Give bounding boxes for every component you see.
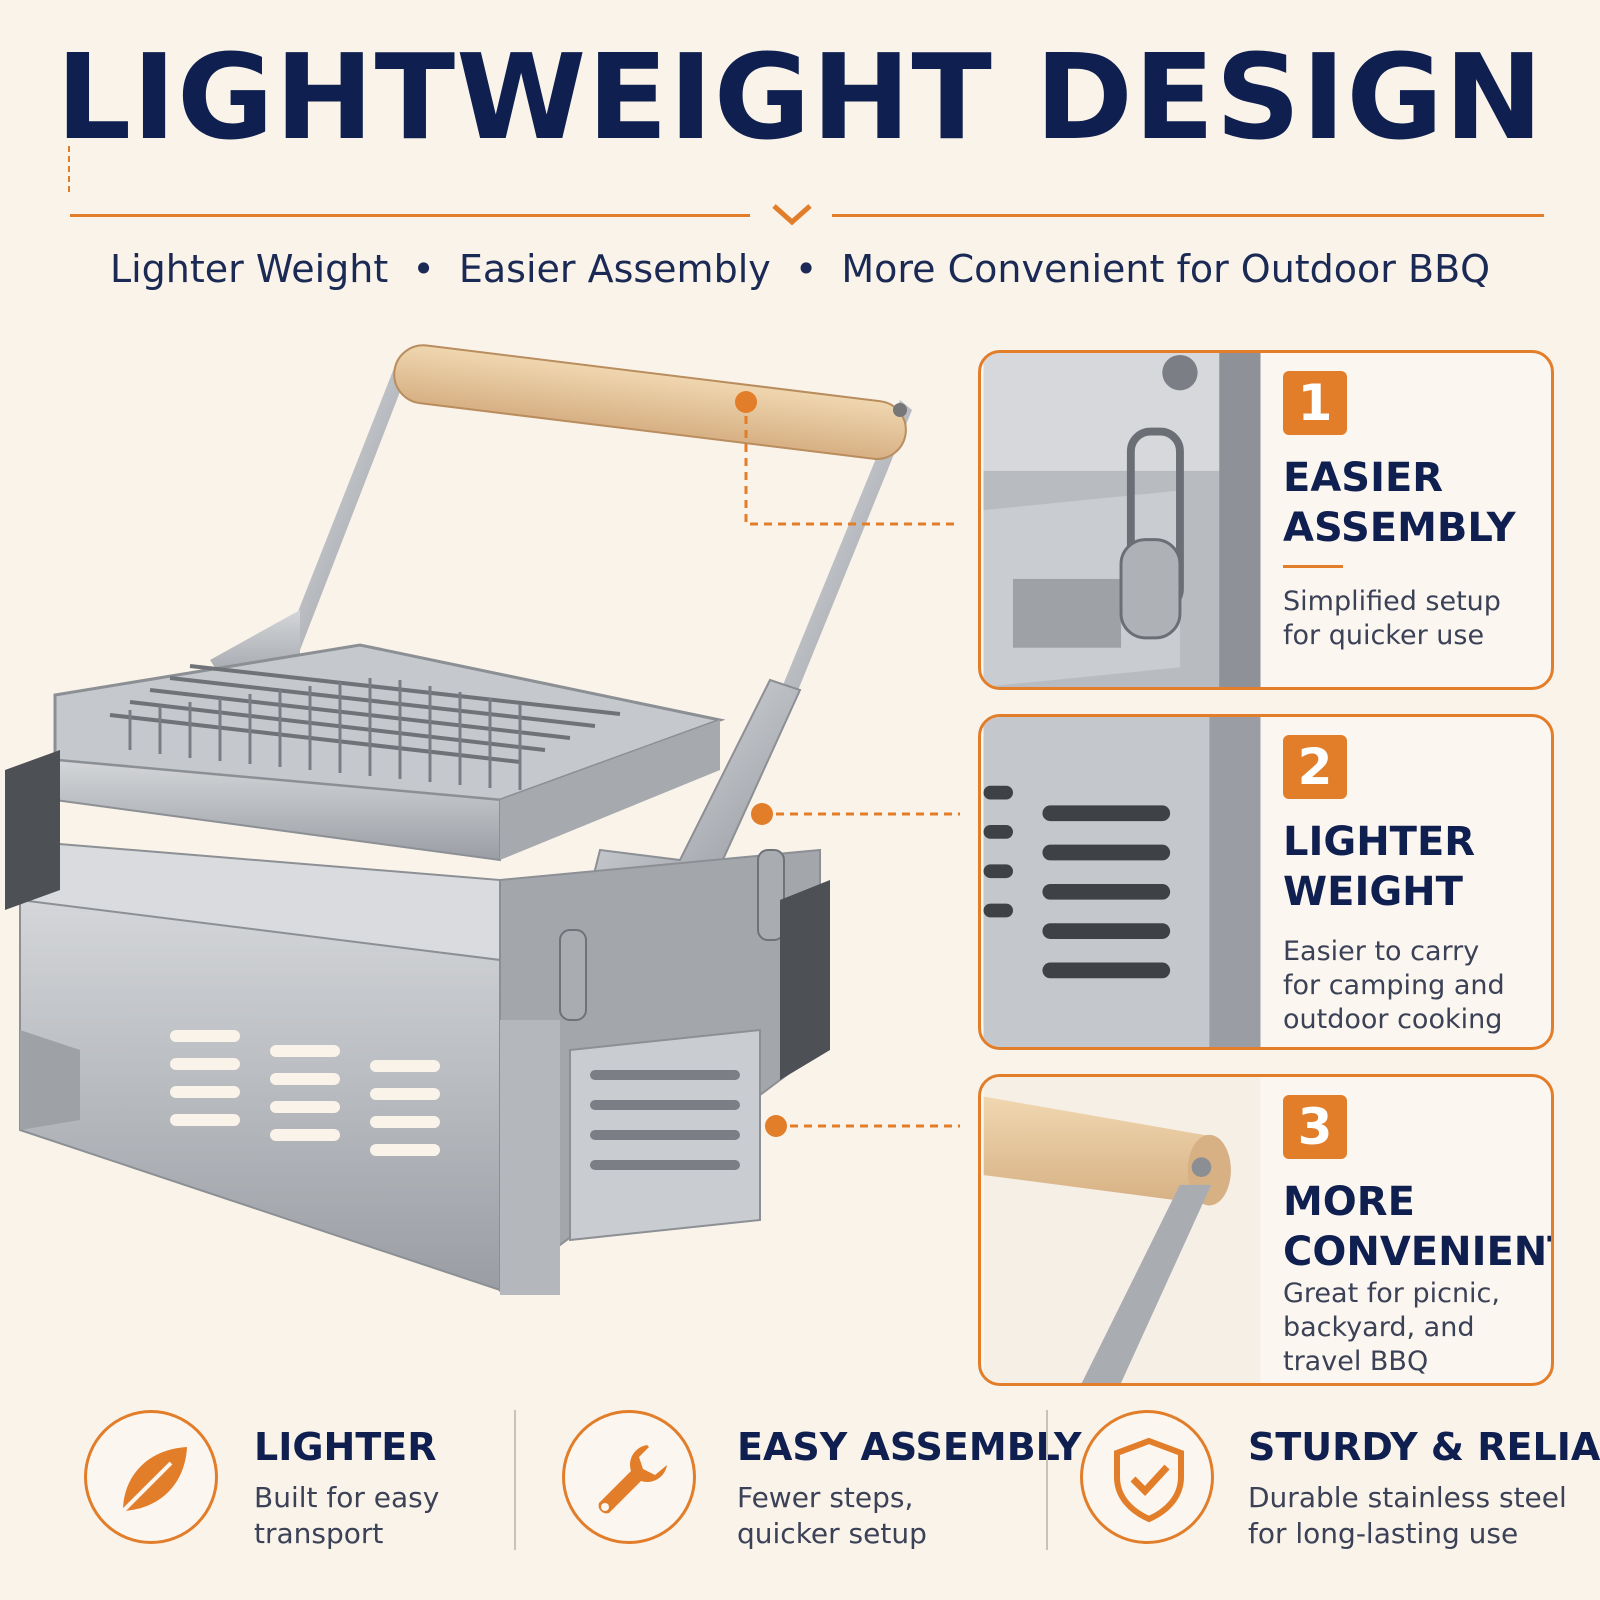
handle-closeup-image	[983, 1077, 1261, 1383]
decorative-dash	[68, 146, 72, 192]
feature-easy-assembly: EASY ASSEMBLY Fewer steps, quicker setup	[562, 1410, 1081, 1570]
card-title-line: EASIER	[1283, 455, 1444, 501]
feature-description: Built for easy transport	[254, 1480, 574, 1552]
tagline: Lighter Weight • Easier Assembly • More …	[0, 250, 1600, 288]
card-title-line: WEIGHT	[1283, 869, 1463, 915]
card-number-badge: 2	[1283, 735, 1347, 799]
wrench-icon	[598, 1445, 667, 1514]
chevron-down-icon	[772, 204, 812, 226]
feature-icon-circle	[562, 1410, 696, 1544]
feature-description: Durable stainless steel for long-lasting…	[1248, 1480, 1568, 1552]
card-desc-line: Easier to carry	[1283, 936, 1480, 967]
feature-icon-circle	[1080, 1410, 1214, 1544]
card-description: Great for picnic, backyard, and travel B…	[1283, 1277, 1543, 1379]
shield-check-icon	[1114, 1437, 1184, 1523]
card-desc-line: Simplified setup	[1283, 586, 1501, 617]
latch-closeup-image	[983, 353, 1261, 687]
card-desc-line: travel BBQ	[1283, 1346, 1429, 1377]
feature-card-assembly: 1 EASIER ASSEMBLY Simplified setup for q…	[978, 350, 1554, 690]
grill-product-image	[5, 344, 960, 1295]
card-number-badge: 1	[1283, 371, 1347, 435]
divider-right	[832, 214, 1544, 217]
bullet-separator: •	[412, 247, 435, 291]
card-title-line: LIGHTER	[1283, 819, 1476, 865]
feature-icon-circle	[84, 1410, 218, 1544]
tagline-item-weight: Lighter Weight	[109, 247, 389, 291]
feature-lighter: LIGHTER Built for easy transport	[84, 1410, 504, 1570]
feature-card-convenient: 3 MORE CONVENIENT Great for picnic, back…	[978, 1074, 1554, 1386]
bullet-separator: •	[794, 247, 818, 291]
card-desc-line: Great for picnic,	[1283, 1278, 1500, 1309]
divider-left	[70, 214, 750, 217]
card-number-badge: 3	[1283, 1095, 1347, 1159]
card-title: LIGHTER WEIGHT	[1283, 817, 1551, 917]
feature-desc-line: quicker setup	[737, 1517, 927, 1550]
feature-description: Fewer steps, quicker setup	[737, 1480, 1057, 1552]
feature-title: EASY ASSEMBLY	[737, 1425, 1082, 1469]
card-title-line: CONVENIENT	[1283, 1229, 1554, 1275]
card-desc-line: backyard, and	[1283, 1312, 1475, 1343]
feature-desc-line: Built for easy	[254, 1481, 440, 1514]
card-description: Simplified setup for quicker use	[1283, 585, 1543, 653]
vent-closeup-image	[983, 717, 1261, 1047]
feature-title: STURDY & RELIABLE	[1248, 1425, 1600, 1469]
tagline-item-assembly: Easier Assembly	[458, 247, 771, 291]
feature-desc-line: Durable stainless steel	[1248, 1481, 1567, 1514]
feature-divider	[1046, 1410, 1048, 1550]
card-desc-line: for quicker use	[1283, 620, 1485, 651]
feature-sturdy: STURDY & RELIABLE Durable stainless stee…	[1080, 1410, 1600, 1570]
feature-desc-line: transport	[254, 1517, 384, 1550]
feature-divider	[514, 1410, 516, 1550]
tagline-item-convenient: More Convenient for Outdoor BBQ	[841, 247, 1491, 291]
feature-desc-line: Fewer steps,	[737, 1481, 914, 1514]
feature-title: LIGHTER	[254, 1425, 437, 1469]
card-desc-line: for camping and	[1283, 970, 1505, 1001]
card-desc-line: outdoor cooking	[1283, 1004, 1503, 1035]
leaf-icon	[121, 1447, 187, 1513]
card-description: Easier to carry for camping and outdoor …	[1283, 935, 1543, 1037]
page-title: LIGHTWEIGHT DESIGN	[55, 28, 1545, 166]
feature-card-weight: 2 LIGHTER WEIGHT Easier to carry for cam…	[978, 714, 1554, 1050]
card-title: EASIER ASSEMBLY	[1283, 453, 1551, 553]
card-title: MORE CONVENIENT	[1283, 1177, 1554, 1277]
card-title-line: ASSEMBLY	[1283, 505, 1516, 551]
card-title-line: MORE	[1283, 1179, 1415, 1225]
card-accent-line	[1283, 565, 1343, 568]
feature-desc-line: for long-lasting use	[1248, 1517, 1519, 1550]
